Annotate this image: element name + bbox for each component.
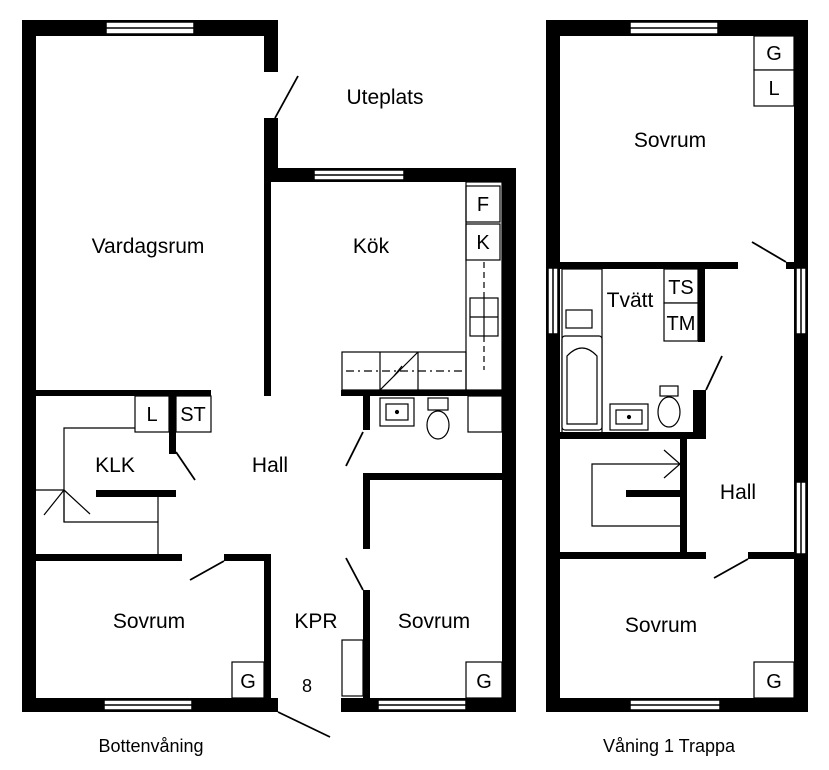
room-uteplats: Uteplats: [346, 86, 423, 109]
room-vardagsrum: Vardagsrum: [92, 235, 205, 258]
upper-floor-doors: [705, 241, 787, 579]
fixture-washer: TM: [667, 313, 696, 335]
fixture-freezer: K: [476, 232, 490, 254]
door-sovrum-bottom: [713, 558, 749, 579]
fixture-wardrobe-top: G: [766, 43, 782, 65]
window-sovrum-right: [377, 699, 467, 711]
room-hall: Hall: [252, 454, 288, 477]
room-sovrum-top: Sovrum: [634, 129, 706, 152]
upper-wardrobes: [753, 35, 795, 699]
door-entrance: [277, 711, 331, 738]
klk-storage: [134, 395, 212, 433]
window-kok: [313, 169, 405, 181]
fixture-linen: L: [146, 404, 157, 426]
room-kok: Kök: [353, 235, 390, 258]
fixture-dryer: TS: [668, 277, 694, 299]
room-kpr: KPR: [294, 610, 337, 633]
room-sovrum-right: Sovrum: [398, 610, 470, 633]
room-sovrum-left: Sovrum: [113, 610, 185, 633]
room-klk: KLK: [95, 454, 135, 477]
window-vardagsrum: [105, 21, 195, 35]
kitchen-counter: [341, 181, 503, 391]
fixture-storage: ST: [180, 404, 206, 426]
fixture-fridge: F: [477, 194, 489, 216]
door-tvatt: [705, 355, 723, 391]
ground-bathroom-fixtures: [379, 395, 503, 440]
ground-floor-windows: [103, 21, 467, 711]
room-tvatt: Tvätt: [607, 289, 654, 312]
room-sovrum-bottom: Sovrum: [625, 614, 697, 637]
room-hall-upper: Hall: [720, 481, 756, 504]
fixture-wardrobe-right: G: [476, 671, 492, 693]
window-tvatt: [547, 267, 559, 335]
upper-floor-windows: [547, 21, 807, 711]
door-uteplats: [274, 75, 299, 119]
fixture-wardrobe-left: G: [240, 671, 256, 693]
window-hall-upper-1: [795, 267, 807, 335]
ground-floor-walls: [22, 20, 516, 712]
upper-floor-labels: Sovrum Tvätt Hall Sovrum G L TS TM G Vån…: [603, 43, 782, 756]
kpr-cabinet: [341, 639, 364, 697]
window-sovrum-top: [629, 21, 719, 35]
ground-floor-labels: Uteplats Vardagsrum Kök KLK Hall Sovrum …: [92, 86, 492, 756]
door-sovrum-right: [345, 557, 364, 591]
ground-wardrobes: [231, 661, 503, 699]
window-sovrum-bottom: [629, 699, 721, 711]
ground-floor-doors: [175, 75, 364, 738]
step-number: 8: [302, 676, 312, 696]
toilet: [426, 397, 450, 440]
window-hall-upper-2: [795, 481, 807, 555]
door-sovrum-left: [189, 560, 225, 581]
door-sovrum-top: [751, 241, 787, 263]
upper-bathroom-fixtures: [561, 335, 681, 431]
door-klk: [175, 451, 196, 481]
bathtub: [561, 335, 603, 431]
fixture-wardrobe-bottom: G: [766, 671, 782, 693]
window-sovrum-left: [103, 699, 193, 711]
caption-ground-floor: Bottenvåning: [98, 736, 203, 756]
door-kok-hall: [345, 431, 364, 467]
toilet-upper: [657, 385, 681, 428]
fixture-linen-top: L: [768, 78, 779, 100]
ground-stairs: [36, 427, 159, 554]
upper-stairs: [591, 449, 681, 527]
caption-upper-floor: Våning 1 Trappa: [603, 736, 736, 756]
sink-upper: [609, 403, 649, 431]
